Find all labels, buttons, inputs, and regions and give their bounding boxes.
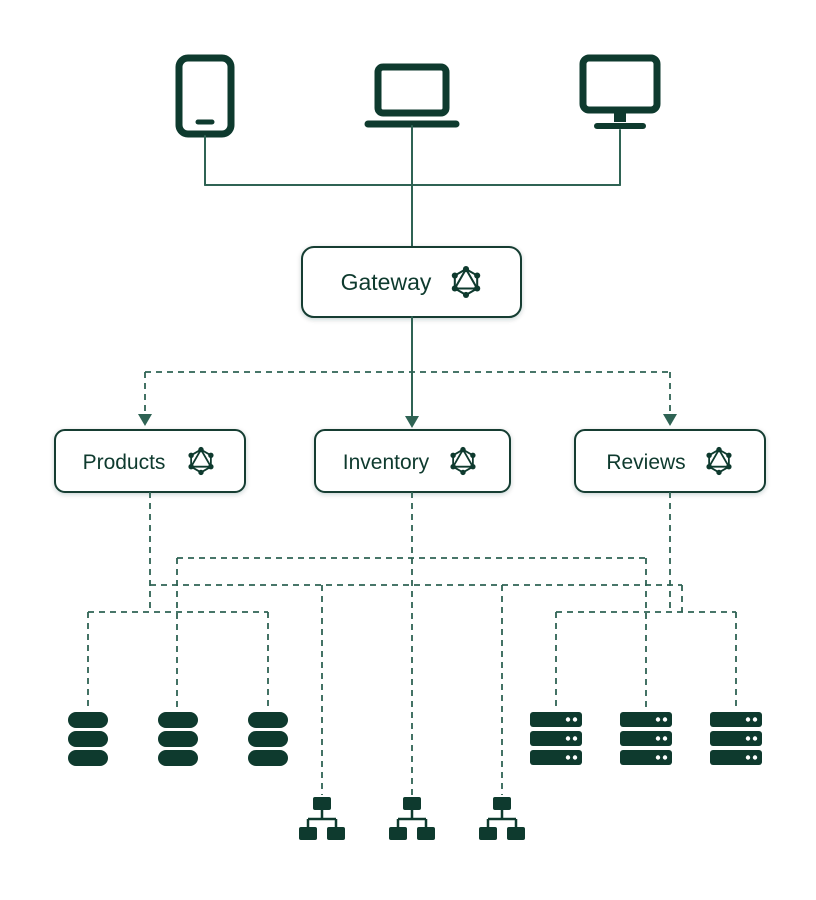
desktop-icon: [579, 54, 661, 129]
server-icon: [620, 712, 672, 765]
service-nodes: Products Inventory Reviews: [54, 429, 766, 493]
database-icon: [158, 712, 198, 766]
client-devices: [175, 54, 661, 138]
network-cluster: [297, 795, 527, 842]
inventory-label: Inventory: [343, 451, 430, 474]
arrowhead: [663, 414, 677, 426]
products-label: Products: [83, 451, 166, 474]
network-icon: [387, 795, 437, 842]
database-icon: [68, 712, 108, 766]
arrowhead: [405, 416, 419, 428]
service-resource-connectors: [87, 492, 737, 795]
gateway-service-connectors: [138, 316, 677, 428]
gateway-label: Gateway: [341, 269, 432, 295]
client-gateway-connectors: [204, 125, 621, 248]
server-cluster: [530, 712, 762, 765]
database-cluster: [68, 712, 288, 766]
tablet-icon: [175, 54, 235, 138]
network-icon: [477, 795, 527, 842]
server-icon: [530, 712, 582, 765]
server-icon: [710, 712, 762, 765]
laptop-icon: [364, 63, 460, 128]
inventory-node: Inventory: [314, 429, 511, 493]
database-icon: [248, 712, 288, 766]
gateway-node: Gateway: [301, 246, 522, 318]
reviews-label: Reviews: [606, 451, 685, 474]
arrowhead: [138, 414, 152, 426]
products-node: Products: [54, 429, 246, 493]
network-icon: [297, 795, 347, 842]
reviews-node: Reviews: [574, 429, 766, 493]
